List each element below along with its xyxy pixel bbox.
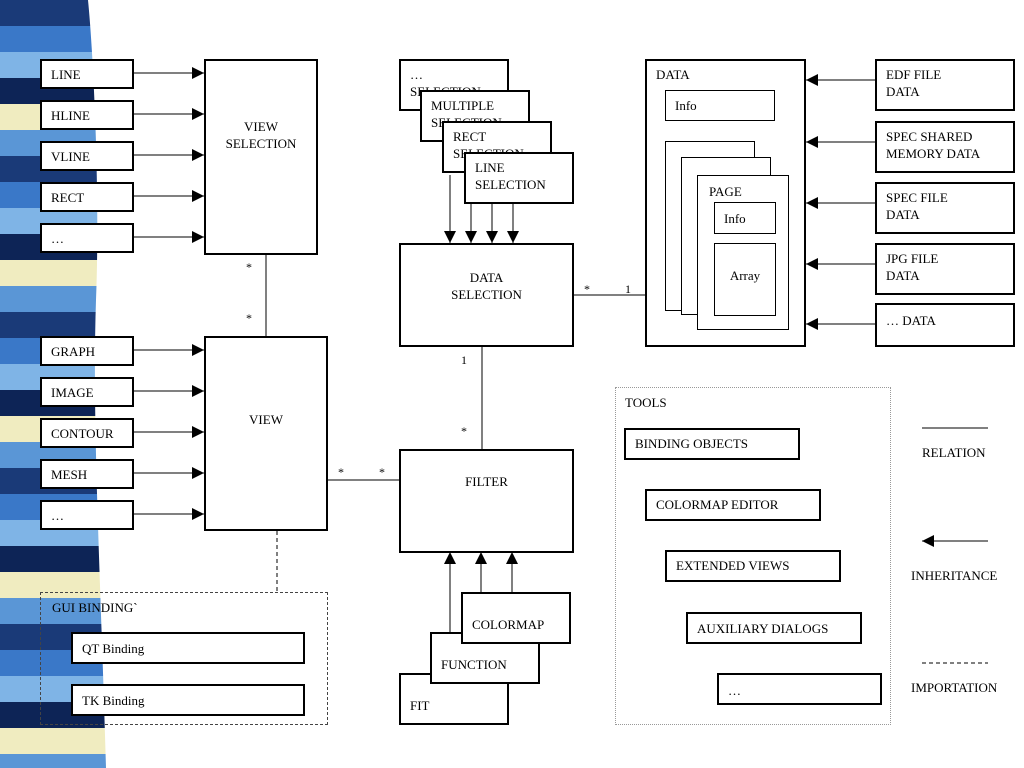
tool-colormap-editor-button[interactable]: COLORMAP EDITOR xyxy=(645,489,821,521)
strip-band xyxy=(0,0,106,26)
source-jpg-box[interactable]: JPG FILE DATA xyxy=(875,243,1015,295)
data-info-box[interactable]: Info xyxy=(665,90,775,121)
view-type-graph-label: GRAPH xyxy=(51,344,96,359)
qt-binding-label: QT Binding xyxy=(82,641,145,656)
tk-binding-box[interactable]: TK Binding xyxy=(71,684,305,716)
view-type-graph-box[interactable]: GRAPH xyxy=(40,336,134,366)
mult-vs-view-bottom: * xyxy=(246,311,252,325)
view-box[interactable]: VIEW xyxy=(204,336,328,531)
page-array-box[interactable]: Array xyxy=(714,243,776,316)
shape-rect-label: RECT xyxy=(51,190,85,205)
source-edf-label: EDF FILE DATA xyxy=(886,67,942,99)
legend-relation-label: RELATION xyxy=(922,445,986,460)
tool-colormap-editor-label: COLORMAP EDITOR xyxy=(656,497,779,512)
strip-band xyxy=(0,572,106,598)
mult-view-filter-left: * xyxy=(338,465,344,479)
shape-line-box[interactable]: LINE xyxy=(40,59,134,89)
tool-more-button[interactable]: … xyxy=(717,673,882,705)
filter-colormap-label: COLORMAP xyxy=(472,617,545,632)
view-selection-label: VIEW SELECTION xyxy=(225,119,297,151)
tool-auxiliary-dialogs-button[interactable]: AUXILIARY DIALOGS xyxy=(686,612,862,644)
filter-box[interactable]: FILTER xyxy=(399,449,574,553)
selection-line-box[interactable]: LINE SELECTION xyxy=(464,152,574,204)
strip-band xyxy=(0,312,106,338)
view-selection-box[interactable]: VIEW SELECTION xyxy=(204,59,318,255)
shape-vline-box[interactable]: VLINE xyxy=(40,141,134,171)
strip-band xyxy=(0,26,106,52)
strip-band xyxy=(0,286,106,312)
strip-band xyxy=(0,754,106,768)
shape-more-box[interactable]: … xyxy=(40,223,134,253)
tools-title: TOOLS xyxy=(625,395,667,410)
data-title: DATA xyxy=(656,67,690,82)
filter-label: FILTER xyxy=(465,474,508,489)
legend-importation-label: IMPORTATION xyxy=(911,680,998,695)
strip-band xyxy=(0,728,106,754)
source-jpg-label: JPG FILE DATA xyxy=(886,251,939,283)
source-spec-file-label: SPEC FILE DATA xyxy=(886,190,948,222)
shape-rect-box[interactable]: RECT xyxy=(40,182,134,212)
source-spec-shared-box[interactable]: SPEC SHARED MEMORY DATA xyxy=(875,121,1015,173)
page-title: PAGE xyxy=(709,184,742,199)
tool-auxiliary-dialogs-label: AUXILIARY DIALOGS xyxy=(697,621,829,636)
tools-group: TOOLS xyxy=(615,387,891,725)
view-type-contour-label: CONTOUR xyxy=(51,426,114,441)
source-more-label: … DATA xyxy=(886,313,936,328)
view-type-mesh-box[interactable]: MESH xyxy=(40,459,134,489)
tool-extended-views-button[interactable]: EXTENDED VIEWS xyxy=(665,550,841,582)
filter-fit-label: FIT xyxy=(410,698,430,713)
filter-colormap-box[interactable]: COLORMAP xyxy=(461,592,571,644)
shape-hline-box[interactable]: HLINE xyxy=(40,100,134,130)
shape-more-label: … xyxy=(51,231,64,246)
tool-binding-objects-button[interactable]: BINDING OBJECTS xyxy=(624,428,800,460)
mult-ds-filter-top: 1 xyxy=(461,353,467,367)
source-edf-box[interactable]: EDF FILE DATA xyxy=(875,59,1015,111)
view-type-more-label: … xyxy=(51,508,64,523)
view-type-image-box[interactable]: IMAGE xyxy=(40,377,134,407)
view-type-more-box[interactable]: … xyxy=(40,500,134,530)
mult-vs-view-top: * xyxy=(246,260,252,274)
mult-ds-data-right: 1 xyxy=(625,282,631,296)
gui-binding-title: GUI BINDING` xyxy=(52,600,138,615)
qt-binding-box[interactable]: QT Binding xyxy=(71,632,305,664)
data-info-label: Info xyxy=(675,98,697,113)
shape-hline-label: HLINE xyxy=(51,108,90,123)
view-type-mesh-label: MESH xyxy=(51,467,88,482)
page-info-box[interactable]: Info xyxy=(714,202,776,234)
filter-function-label: FUNCTION xyxy=(441,657,507,672)
tool-extended-views-label: EXTENDED VIEWS xyxy=(676,558,790,573)
legend-inheritance-label: INHERITANCE xyxy=(911,568,998,583)
tk-binding-label: TK Binding xyxy=(82,693,145,708)
strip-band xyxy=(0,598,106,624)
mult-ds-filter-bottom: * xyxy=(461,424,467,438)
view-label: VIEW xyxy=(249,412,283,427)
tool-binding-objects-label: BINDING OBJECTS xyxy=(635,436,749,451)
view-type-image-label: IMAGE xyxy=(51,385,94,400)
gui-binding-group: GUI BINDING` xyxy=(40,592,328,725)
selection-line-label: LINE SELECTION xyxy=(475,160,546,192)
page-array-label: Array xyxy=(729,268,761,283)
source-more-box[interactable]: … DATA xyxy=(875,303,1015,347)
tool-more-label: … xyxy=(728,683,741,698)
shape-line-label: LINE xyxy=(51,67,81,82)
mult-view-filter-right: * xyxy=(379,465,385,479)
data-selection-box[interactable]: DATA SELECTION xyxy=(399,243,574,347)
mult-ds-data-left: * xyxy=(584,282,590,296)
data-selection-label: DATA SELECTION xyxy=(451,270,522,302)
strip-band xyxy=(0,260,106,286)
strip-band xyxy=(0,546,106,572)
page-info-label: Info xyxy=(724,211,746,226)
source-spec-file-box[interactable]: SPEC FILE DATA xyxy=(875,182,1015,234)
source-spec-shared-label: SPEC SHARED MEMORY DATA xyxy=(886,129,981,161)
view-type-contour-box[interactable]: CONTOUR xyxy=(40,418,134,448)
shape-vline-label: VLINE xyxy=(51,149,90,164)
